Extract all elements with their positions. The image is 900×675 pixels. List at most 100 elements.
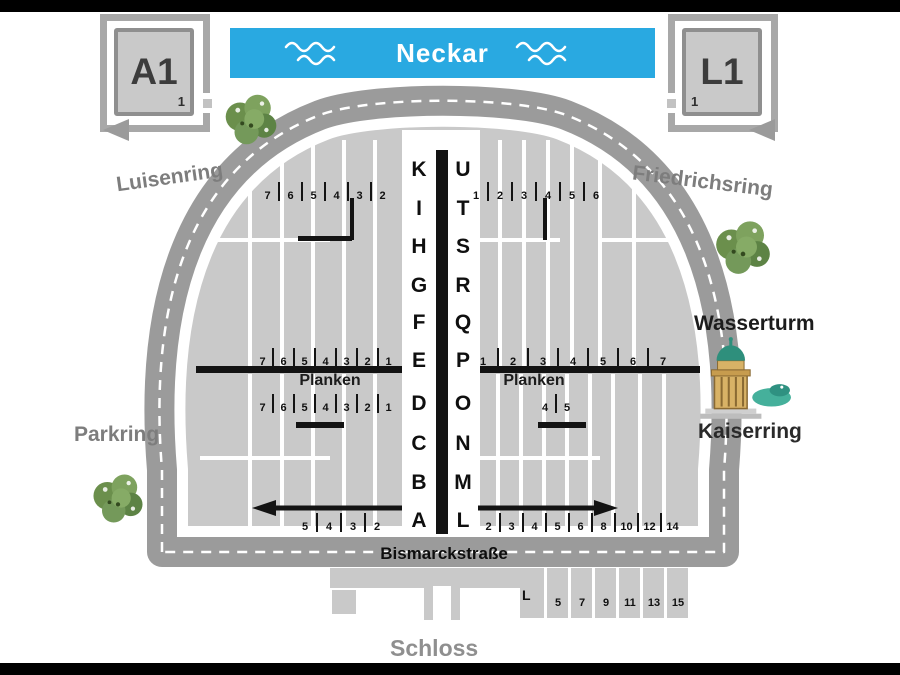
- block-number: 1: [479, 356, 487, 368]
- grid-letter: I: [416, 197, 422, 220]
- central-axis-street: [436, 150, 448, 534]
- schloss-block-letter: L: [522, 587, 531, 603]
- block-number: 13: [647, 597, 661, 609]
- grid-letter: T: [456, 197, 470, 220]
- block-number: 7: [264, 190, 271, 202]
- street-label-planken-right: Planken: [503, 372, 565, 389]
- block-number: 14: [660, 513, 684, 534]
- garage-sign-l1: L1 1: [661, 14, 778, 141]
- grid-letter: U: [455, 158, 471, 181]
- block-number: 8: [591, 513, 615, 534]
- grid-letter: S: [455, 235, 470, 258]
- block-number: 2: [485, 521, 492, 533]
- block-number: 5: [293, 394, 315, 415]
- grid-letter: N: [455, 432, 471, 455]
- block-number: 3: [335, 348, 357, 369]
- block-number: 6: [278, 182, 302, 203]
- block-number: 6: [272, 394, 294, 415]
- block-number: 12: [637, 513, 661, 534]
- block-number: 1: [472, 190, 480, 202]
- block-number: 2: [370, 182, 394, 203]
- ring-road-centerline: [158, 99, 728, 554]
- letterbox-bar-bottom: [0, 663, 900, 675]
- garage-sign-a1-box: A1 1: [114, 28, 194, 116]
- block-number: 4: [541, 402, 549, 414]
- block-number: 5: [301, 182, 325, 203]
- neckar-river-banner: Neckar: [230, 28, 655, 78]
- grid-letter: Q: [454, 311, 472, 334]
- sign-notch: [661, 93, 681, 113]
- block-number: 4: [314, 394, 336, 415]
- garage-sign-a1-corner: 1: [177, 94, 185, 109]
- grid-letter: O: [454, 392, 472, 415]
- grid-letter: P: [455, 349, 470, 372]
- garage-sign-l1-label: L1: [700, 51, 744, 92]
- block-number: 3: [527, 348, 558, 369]
- block-number: 3: [340, 513, 365, 534]
- block-number: 7: [578, 597, 586, 609]
- block-number: 2: [364, 513, 389, 534]
- block-number: 6: [568, 513, 592, 534]
- block-number: 5: [301, 521, 309, 533]
- planken-street-left: [196, 366, 402, 373]
- street-label-parkring: Parkring: [74, 423, 160, 446]
- block-number: 3: [335, 394, 357, 415]
- tree-icon: [708, 212, 778, 282]
- block-number: 5: [559, 182, 584, 203]
- block-number: 1: [377, 394, 399, 415]
- notch-dot: [666, 98, 676, 108]
- block-number: 3: [499, 513, 523, 534]
- sign-notch: [197, 93, 217, 113]
- block-number: 4: [314, 348, 336, 369]
- block-number: 7: [259, 356, 266, 368]
- block-number: 5: [545, 513, 569, 534]
- block-number: 4: [316, 513, 341, 534]
- garage-sign-a1-label: A1: [130, 51, 178, 92]
- landmark-label-wasserturm: Wasserturm: [694, 312, 815, 335]
- block-number: 1: [377, 348, 399, 369]
- street-label-kaiserring: Kaiserring: [698, 420, 802, 443]
- sign-arrow-left-icon: [749, 119, 775, 141]
- block-number: 2: [487, 182, 512, 203]
- grid-letter: B: [411, 471, 427, 494]
- block-number: 6: [272, 348, 294, 369]
- block-number: 6: [583, 182, 608, 203]
- block-number: 4: [535, 182, 560, 203]
- grid-letter: H: [411, 235, 427, 258]
- river-name: Neckar: [396, 37, 489, 68]
- garage-sign-l1-corner: 1: [691, 94, 699, 109]
- grid-letter: E: [411, 349, 426, 372]
- schloss-blocks: [330, 568, 688, 620]
- notch-dot: [202, 98, 212, 108]
- block-number: 5: [555, 394, 578, 415]
- block-number: 7: [647, 348, 678, 369]
- sign-arrow-left-icon: [103, 119, 129, 141]
- block-number: 4: [324, 182, 348, 203]
- grid-letter: M: [454, 471, 472, 494]
- landmark-label-schloss: Schloss: [390, 635, 479, 661]
- one-way-arrow-right-icon: [478, 500, 618, 516]
- grid-letter: A: [411, 509, 427, 532]
- tree-icon: [86, 466, 150, 530]
- grid-letter: R: [455, 274, 471, 297]
- planken-street-right: [480, 366, 700, 373]
- block-number: 5: [587, 348, 618, 369]
- grid-letter: F: [412, 311, 426, 334]
- block-number: 15: [671, 597, 685, 609]
- block-number: 6: [617, 348, 648, 369]
- block-number: 5: [293, 348, 315, 369]
- block-number: 2: [356, 348, 378, 369]
- block-number: 3: [511, 182, 536, 203]
- block-number: 5: [554, 597, 562, 609]
- tree-icon: [218, 86, 284, 152]
